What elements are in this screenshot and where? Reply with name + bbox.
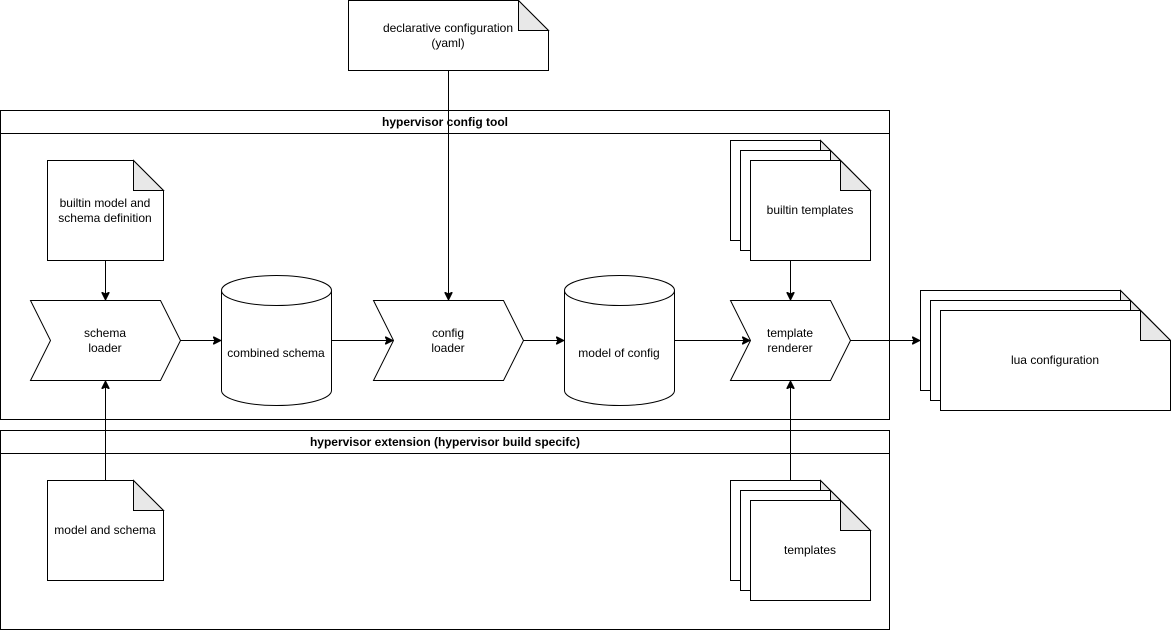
builtin-templates-stack[interactable]: builtin templates [730, 139, 872, 261]
builtin-model-document[interactable]: builtin model and schema definition [47, 159, 165, 261]
config-loader-line2: loader [431, 341, 464, 355]
extension-group: hypervisor extension (hypervisor build s… [0, 430, 890, 630]
tool-group-title: hypervisor config tool [382, 115, 508, 129]
builtin-templates-label: builtin templates [767, 203, 854, 217]
model-and-schema-document[interactable]: model and schema [47, 479, 165, 581]
model-of-config-label: model of config [578, 346, 659, 360]
model-of-config-datastore[interactable]: model of config [564, 275, 675, 406]
combined-schema-datastore[interactable]: combined schema [221, 275, 332, 406]
extension-group-title: hypervisor extension (hypervisor build s… [310, 435, 580, 449]
declarative-config-document[interactable]: declarative configuration (yaml) [348, 0, 550, 71]
builtin-model-line2: schema definition [58, 211, 151, 225]
declarative-config-line1: declarative configuration [383, 21, 513, 35]
templates-label: templates [784, 543, 836, 557]
template-renderer-step[interactable]: template renderer [729, 300, 852, 381]
template-renderer-line1: template [767, 326, 813, 340]
template-renderer-line2: renderer [767, 341, 812, 355]
declarative-config-line2: (yaml) [431, 36, 464, 50]
config-loader-step[interactable]: config loader [372, 300, 525, 381]
schema-loader-line1: schema [84, 326, 126, 340]
combined-schema-label: combined schema [227, 346, 325, 360]
builtin-model-line1: builtin model and [60, 196, 151, 210]
lua-configuration-label: lua configuration [1011, 353, 1099, 367]
model-and-schema-label: model and schema [54, 523, 156, 537]
config-loader-line1: config [432, 326, 464, 340]
templates-stack[interactable]: templates [730, 479, 872, 601]
schema-loader-line2: loader [88, 341, 121, 355]
lua-configuration-stack[interactable]: lua configuration [920, 289, 1171, 411]
schema-loader-step[interactable]: schema loader [29, 300, 182, 381]
connectors [106, 70, 920, 481]
